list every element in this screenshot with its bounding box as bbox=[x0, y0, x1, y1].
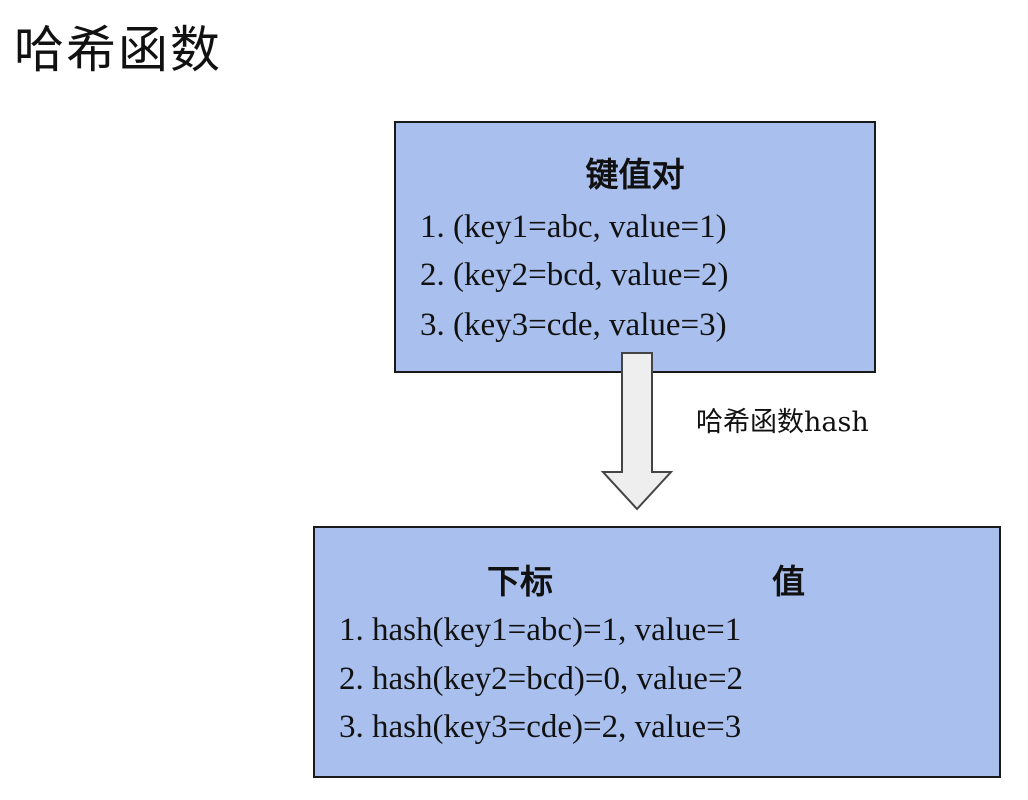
page-title: 哈希函数 bbox=[14, 21, 222, 79]
value-heading: 值 bbox=[772, 562, 805, 601]
key-value-pairs-box: 键值对 1. (key1=abc, value=1) 2. (key2=bcd,… bbox=[394, 121, 876, 373]
down-arrow-icon bbox=[600, 352, 674, 511]
index-value-box: 下标 值 1. hash(key1=abc)=1, value=1 2. has… bbox=[313, 526, 1001, 778]
hash-entry-1: 1. hash(key1=abc)=1, value=1 bbox=[339, 612, 742, 648]
hash-function-label: 哈希函数hash bbox=[696, 407, 869, 438]
hash-entry-2: 2. hash(key2=bcd)=0, value=2 bbox=[339, 661, 744, 697]
key-value-entry-1: 1. (key1=abc, value=1) bbox=[420, 209, 727, 245]
index-heading: 下标 bbox=[487, 562, 553, 601]
key-value-pairs-heading: 键值对 bbox=[585, 155, 685, 194]
hash-entry-3: 3. hash(key3=cde)=2, value=3 bbox=[339, 709, 742, 745]
key-value-entry-3: 3. (key3=cde, value=3) bbox=[420, 307, 727, 343]
key-value-entry-2: 2. (key2=bcd, value=2) bbox=[420, 257, 729, 293]
